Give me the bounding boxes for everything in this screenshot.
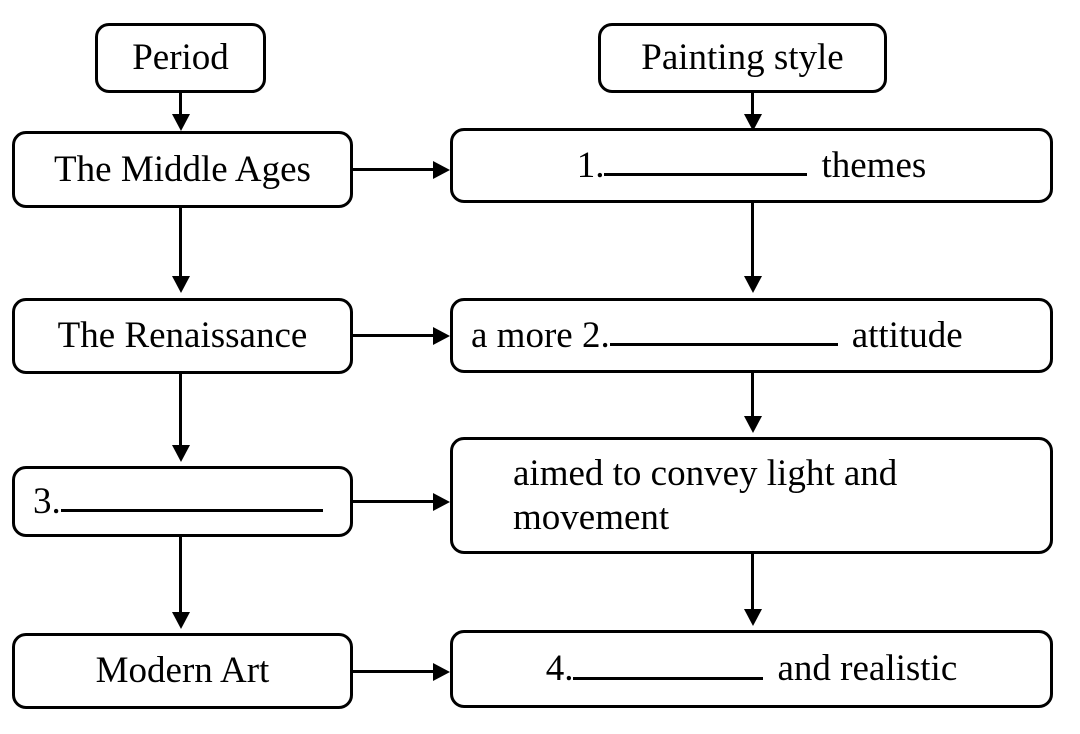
- period-box-row4: Modern Art: [12, 633, 353, 709]
- answer-blank-3[interactable]: [60, 509, 323, 512]
- connector-period-row2-to-row3: [179, 374, 182, 449]
- header-box-period: Period: [95, 23, 266, 93]
- connector-row2-horizontal: [353, 334, 436, 337]
- style-box-row1: 1. themes: [450, 128, 1053, 203]
- style-box-row3: aimed to convey light and movement: [450, 437, 1053, 554]
- arrowhead-period-row3-to-row4: [172, 612, 190, 629]
- style-line2-row3: movement: [513, 496, 670, 538]
- arrowhead-style-row3-to-row4: [744, 609, 762, 626]
- style-box-row2: a more 2. attitude: [450, 298, 1053, 373]
- connector-period-to-row1: [179, 93, 182, 120]
- answer-blank-2[interactable]: [609, 343, 838, 346]
- style-suffix-row4: and realistic: [777, 648, 958, 690]
- style-suffix-row1: themes: [821, 144, 927, 186]
- style-suffix-row2: attitude: [851, 314, 963, 356]
- period-label-row2: The Renaissance: [57, 315, 308, 357]
- connector-row4-horizontal: [353, 670, 436, 673]
- connector-style-row2-to-row3: [751, 373, 754, 420]
- style-box-row4: 4. and realistic: [450, 630, 1053, 708]
- connector-style-to-row1: [751, 93, 754, 120]
- period-box-row3: 3.: [12, 466, 353, 537]
- period-label-row4: Modern Art: [95, 650, 270, 692]
- answer-blank-1[interactable]: [604, 173, 808, 176]
- header-label-period: Period: [132, 37, 229, 79]
- arrowhead-row4-horizontal: [433, 663, 450, 681]
- header-label-painting-style: Painting style: [641, 37, 844, 79]
- period-label-row1: The Middle Ages: [54, 148, 311, 190]
- arrowhead-period-row1-to-row2: [172, 276, 190, 293]
- arrowhead-period-to-row1: [172, 114, 190, 131]
- connector-period-row3-to-row4: [179, 537, 182, 616]
- connector-period-row1-to-row2: [179, 208, 182, 280]
- connector-row1-horizontal: [353, 168, 436, 171]
- arrowhead-style-row2-to-row3: [744, 416, 762, 433]
- style-line1-row3: aimed to convey light and: [513, 452, 898, 494]
- header-box-painting-style: Painting style: [598, 23, 887, 93]
- arrowhead-style-row1-to-row2: [744, 276, 762, 293]
- arrowhead-row3-horizontal: [433, 493, 450, 511]
- connector-style-row1-to-row2: [751, 203, 754, 280]
- connector-row3-horizontal: [353, 500, 436, 503]
- style-prefix-row4: 4.: [545, 648, 574, 690]
- arrowhead-row1-horizontal: [433, 161, 450, 179]
- arrowhead-period-row2-to-row3: [172, 445, 190, 462]
- period-box-row1: The Middle Ages: [12, 131, 353, 208]
- period-prefix-row3: 3.: [33, 480, 61, 522]
- style-prefix-row1: 1.: [576, 144, 605, 186]
- connector-style-row3-to-row4: [751, 554, 754, 613]
- arrowhead-style-to-row1: [744, 114, 762, 131]
- period-box-row2: The Renaissance: [12, 298, 353, 374]
- style-prefix-row2: a more 2.: [471, 314, 610, 356]
- arrowhead-row2-horizontal: [433, 327, 450, 345]
- answer-blank-4[interactable]: [573, 676, 764, 680]
